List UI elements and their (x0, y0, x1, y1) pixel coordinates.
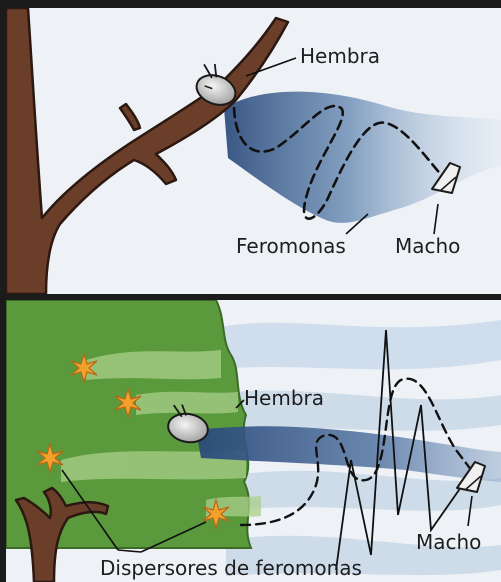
top-male-label: Macho (395, 236, 460, 256)
top-pheromone-label: Feromonas (236, 236, 346, 256)
top-female-label: Hembra (300, 46, 380, 66)
mating-disruption-panel: Hembra Macho Dispersores de feromonas (6, 300, 501, 582)
dispensers-label: Dispersores de feromonas (100, 558, 362, 578)
bottom-female-label: Hembra (244, 388, 324, 408)
male-leader-line (434, 204, 438, 234)
natural-mating-panel: Hembra Feromonas Macho (6, 8, 501, 294)
pheromone-plume (224, 92, 501, 223)
bottom-male-label: Macho (416, 532, 481, 552)
